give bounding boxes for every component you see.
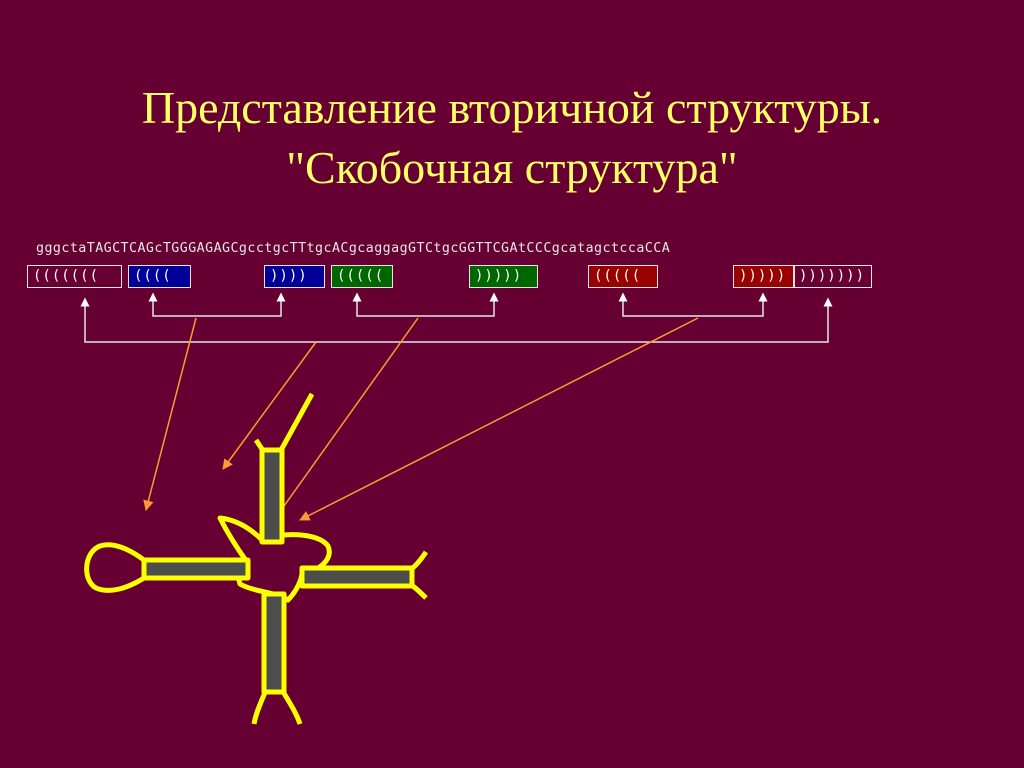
bracket-d-open: (((( bbox=[128, 265, 191, 288]
arrow-to-t-arm bbox=[299, 317, 699, 521]
d-loop bbox=[84, 542, 147, 593]
anticodon-stem bbox=[261, 591, 287, 695]
title-line-2: "Скобочная структура" bbox=[286, 142, 738, 193]
anticodon-stem-connector bbox=[352, 292, 499, 317]
bracket-acceptor-open: ((((((( bbox=[27, 265, 122, 288]
acceptor-3-end bbox=[277, 392, 315, 454]
trna-cloverleaf bbox=[84, 392, 429, 725]
bracket-anticodon-close: ))))) bbox=[469, 265, 538, 288]
d-stem-connector bbox=[148, 292, 286, 317]
bracket-acceptor-close: ))))))) bbox=[793, 265, 872, 288]
arrow-to-anticodon-region bbox=[222, 341, 317, 470]
t-stem-connector bbox=[618, 292, 768, 317]
title-line-1: Представление вторичной структуры. bbox=[141, 82, 883, 133]
t-loop-opening bbox=[408, 550, 429, 600]
t-stem bbox=[299, 565, 415, 589]
bracket-t-open: ((((( bbox=[588, 265, 658, 288]
acceptor-stem-connector bbox=[80, 297, 833, 343]
slide-title: Представление вторичной структуры. "Скоб… bbox=[0, 78, 1024, 198]
bracket-anticodon-open: ((((( bbox=[331, 265, 393, 288]
acceptor-stem bbox=[259, 447, 285, 545]
acceptor-5-end bbox=[253, 438, 267, 454]
anticodon-loop-opening bbox=[251, 688, 303, 725]
trna-sequence: gggctaTAGCTCAGcTGGGAGAGCgcctgcTTtgcACgca… bbox=[36, 241, 671, 256]
bracket-d-close: )))) bbox=[264, 265, 325, 288]
pointer-arrows bbox=[143, 317, 699, 580]
pairing-connectors bbox=[80, 292, 833, 343]
d-stem bbox=[139, 557, 251, 581]
bracket-t-close: ))))) bbox=[733, 265, 795, 288]
arrow-to-d-arm bbox=[143, 317, 197, 512]
